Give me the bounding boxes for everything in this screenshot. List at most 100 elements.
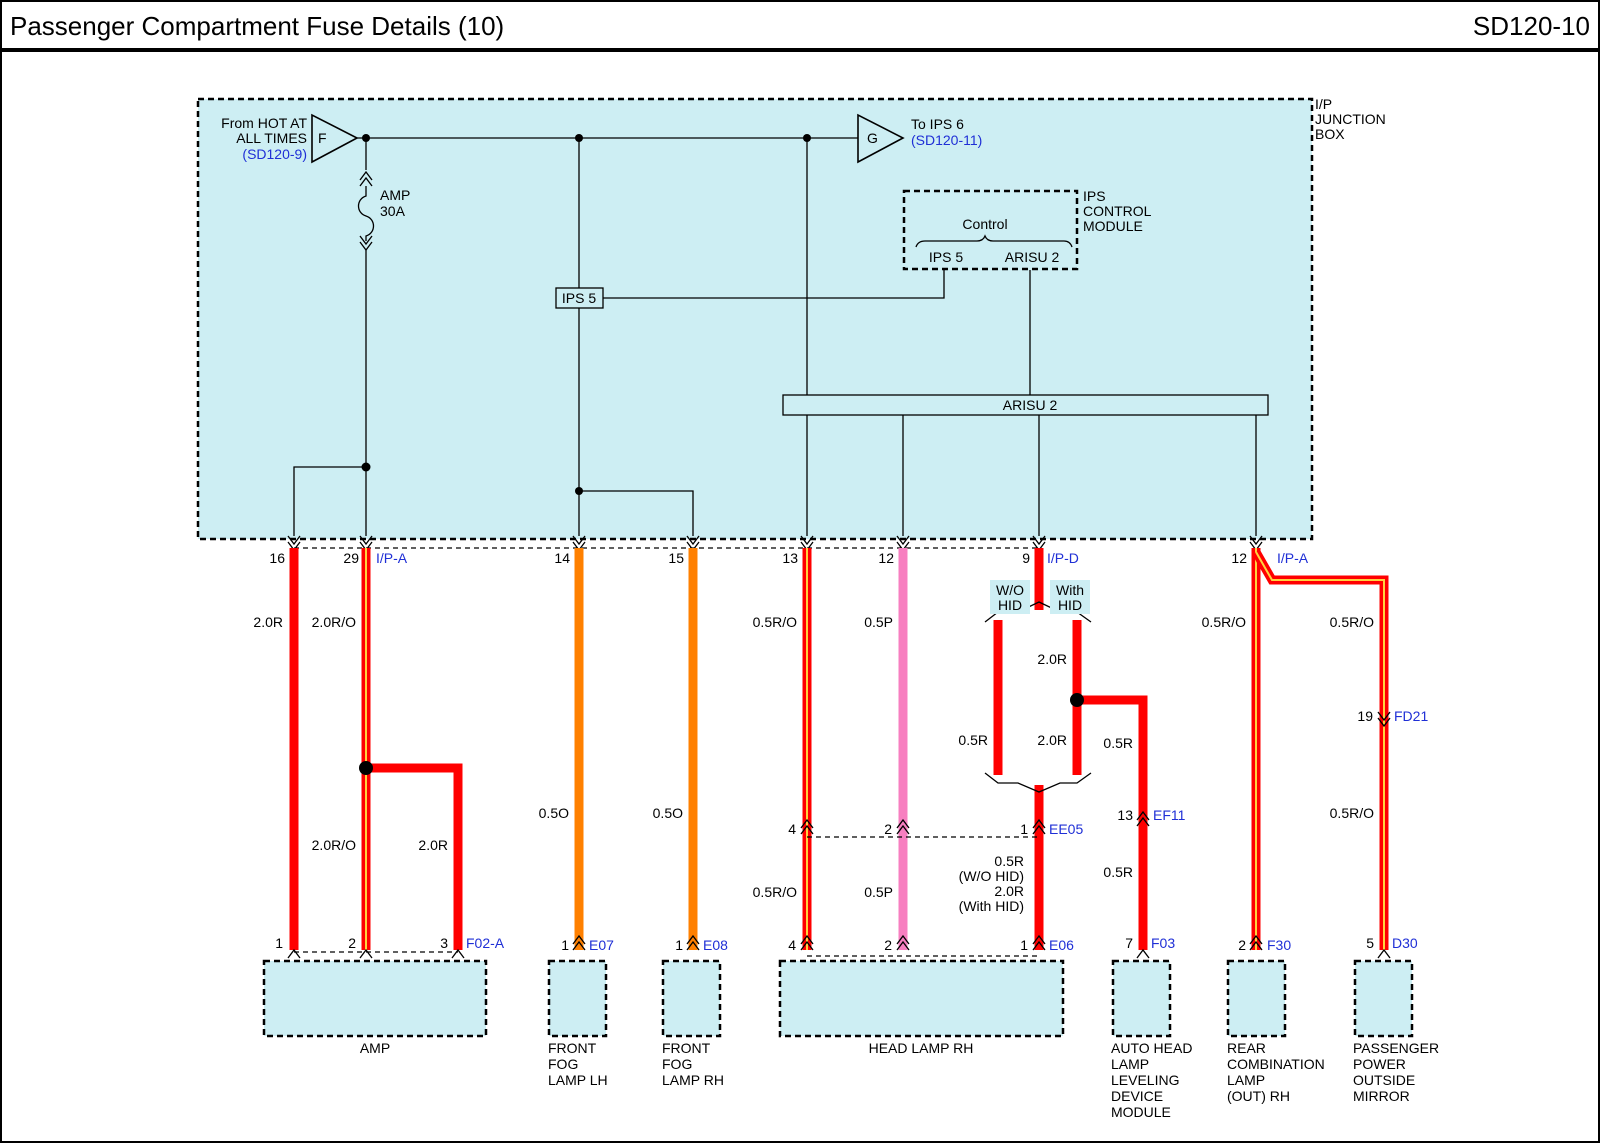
junction-box-label-3: BOX: [1315, 126, 1345, 142]
pin-29: 29: [343, 550, 359, 566]
wo-hid-tag: [990, 580, 1030, 614]
e07-pin: 1: [561, 937, 569, 953]
control-brace: [915, 234, 1073, 248]
fd21-terminal: [1377, 711, 1391, 728]
ips5-branch-line: [579, 490, 694, 536]
e06-pin: 4: [788, 937, 796, 953]
wire-label: 0.5R: [1103, 735, 1133, 751]
wire-label: 2.0R: [1037, 732, 1067, 748]
connector-fd21[interactable]: FD21: [1394, 708, 1428, 724]
ips-control-label: Control: [962, 216, 1007, 232]
connector-ip-d[interactable]: I/P-D: [1047, 550, 1079, 566]
f02a-pin: 2: [348, 935, 356, 951]
rear-comb-label: REAR: [1227, 1040, 1266, 1056]
connector-ee05[interactable]: EE05: [1049, 821, 1083, 837]
dest-label: To IPS 6: [911, 116, 964, 132]
ee05-terminals: [800, 818, 1046, 835]
diagram-code: SD120-10: [1473, 11, 1590, 41]
leveling-label: LAMP: [1111, 1056, 1149, 1072]
ef11-terminal: [1136, 810, 1150, 827]
amp-branch-line: [293, 466, 366, 536]
f02a-pin: 1: [275, 935, 283, 951]
wire-label: 0.5R/O: [753, 614, 797, 630]
wire-label: (W/O HID): [959, 868, 1024, 884]
connector-ip-a[interactable]: I/P-A: [1277, 550, 1309, 566]
wire-label: 2.0R: [1037, 651, 1067, 667]
connector-d30[interactable]: D30: [1392, 935, 1418, 951]
e06-pin: 1: [1020, 937, 1028, 953]
ef11-pin: 13: [1117, 807, 1133, 823]
ips-module-label-3: MODULE: [1083, 218, 1143, 234]
rear-combination-lamp: [1226, 959, 1287, 1038]
f02a-pin: 3: [440, 935, 448, 951]
mirror-label: MIRROR: [1353, 1088, 1410, 1104]
wire-label: 0.5P: [864, 884, 893, 900]
connector-ef11[interactable]: EF11: [1153, 807, 1186, 823]
front-fog-lamp-lh: [547, 959, 608, 1038]
pin-12: 12: [1231, 550, 1247, 566]
wire-label: (With HID): [959, 898, 1024, 914]
wire-label: 0.5R: [994, 853, 1024, 869]
rear-comb-label: LAMP: [1227, 1072, 1265, 1088]
option-branch-bottom: [984, 772, 1092, 793]
e08-pin: 1: [675, 937, 683, 953]
connector-e07[interactable]: E07: [589, 937, 614, 953]
fog-rh-label: LAMP RH: [662, 1072, 724, 1088]
with-hid-tag: [1050, 580, 1090, 614]
wire-label: 0.5R/O: [753, 884, 797, 900]
fog-lh-label: FRONT: [548, 1040, 597, 1056]
dest-symbol: G: [867, 130, 878, 146]
connector-e08[interactable]: E08: [703, 937, 728, 953]
mirror-label: PASSENGER: [1353, 1040, 1439, 1056]
arisu2-bar: [782, 394, 1269, 416]
ee05-pin: 1: [1020, 821, 1028, 837]
pin-9: 9: [1022, 550, 1030, 566]
fuse-rating: 30A: [380, 203, 406, 219]
arisu2-bar-label: ARISU 2: [1003, 397, 1058, 413]
wire-0.5R-O-mirror: [1252, 549, 1389, 950]
fuse-symbol: [357, 186, 375, 241]
splice-dot: [359, 761, 373, 775]
mirror-label: POWER: [1353, 1056, 1406, 1072]
e06-pin: 2: [884, 937, 892, 953]
connector-f30[interactable]: F30: [1267, 937, 1291, 953]
fog-lh-label: FOG: [548, 1056, 578, 1072]
wire-0.5R-leveling: [1077, 695, 1148, 950]
connector-ip-a[interactable]: I/P-A: [376, 550, 408, 566]
arisu2-pin-label: ARISU 2: [1005, 249, 1060, 265]
rear-comb-label: (OUT) RH: [1227, 1088, 1290, 1104]
pin-16: 16: [269, 550, 285, 566]
f30-pin: 2: [1238, 937, 1246, 953]
leveling-label: AUTO HEAD: [1111, 1040, 1192, 1056]
dest-ref[interactable]: (SD120-11): [911, 132, 982, 148]
fog-rh-label: FOG: [662, 1056, 692, 1072]
leveling-label: LEVELING: [1111, 1072, 1179, 1088]
f03-pin: 7: [1125, 935, 1133, 951]
splice-dot: [1070, 693, 1084, 707]
wire-label: 0.5R/O: [1330, 614, 1374, 630]
wire-label: 0.5R: [1103, 864, 1133, 880]
wire-label: 2.0R: [418, 837, 448, 853]
ips5-pin-label: IPS 5: [929, 249, 963, 265]
fuse-name: AMP: [380, 187, 410, 203]
source-label-2: ALL TIMES: [236, 130, 307, 146]
wire-label: 0.5O: [539, 805, 569, 821]
wire-label: 0.5R/O: [1202, 614, 1246, 630]
connector-f02a[interactable]: F02-A: [466, 935, 505, 951]
fuse-terminal: [359, 170, 373, 187]
connector-f03[interactable]: F03: [1151, 935, 1175, 951]
wire-label: 0.5R: [958, 732, 988, 748]
pin-14: 14: [554, 550, 570, 566]
fog-rh-label: FRONT: [662, 1040, 711, 1056]
fog-lh-label: LAMP LH: [548, 1072, 608, 1088]
wire-label: 0.5R/O: [1330, 805, 1374, 821]
ee05-pin: 4: [788, 821, 796, 837]
ips-control-module: [902, 189, 1079, 271]
source-ref[interactable]: (SD120-9): [242, 146, 307, 162]
page-title: Passenger Compartment Fuse Details (10): [10, 11, 504, 41]
ips5-box-label: IPS 5: [562, 290, 596, 306]
connector-e06[interactable]: E06: [1049, 937, 1074, 953]
fd21-pin: 19: [1357, 708, 1373, 724]
wire-label: 0.5P: [864, 614, 893, 630]
